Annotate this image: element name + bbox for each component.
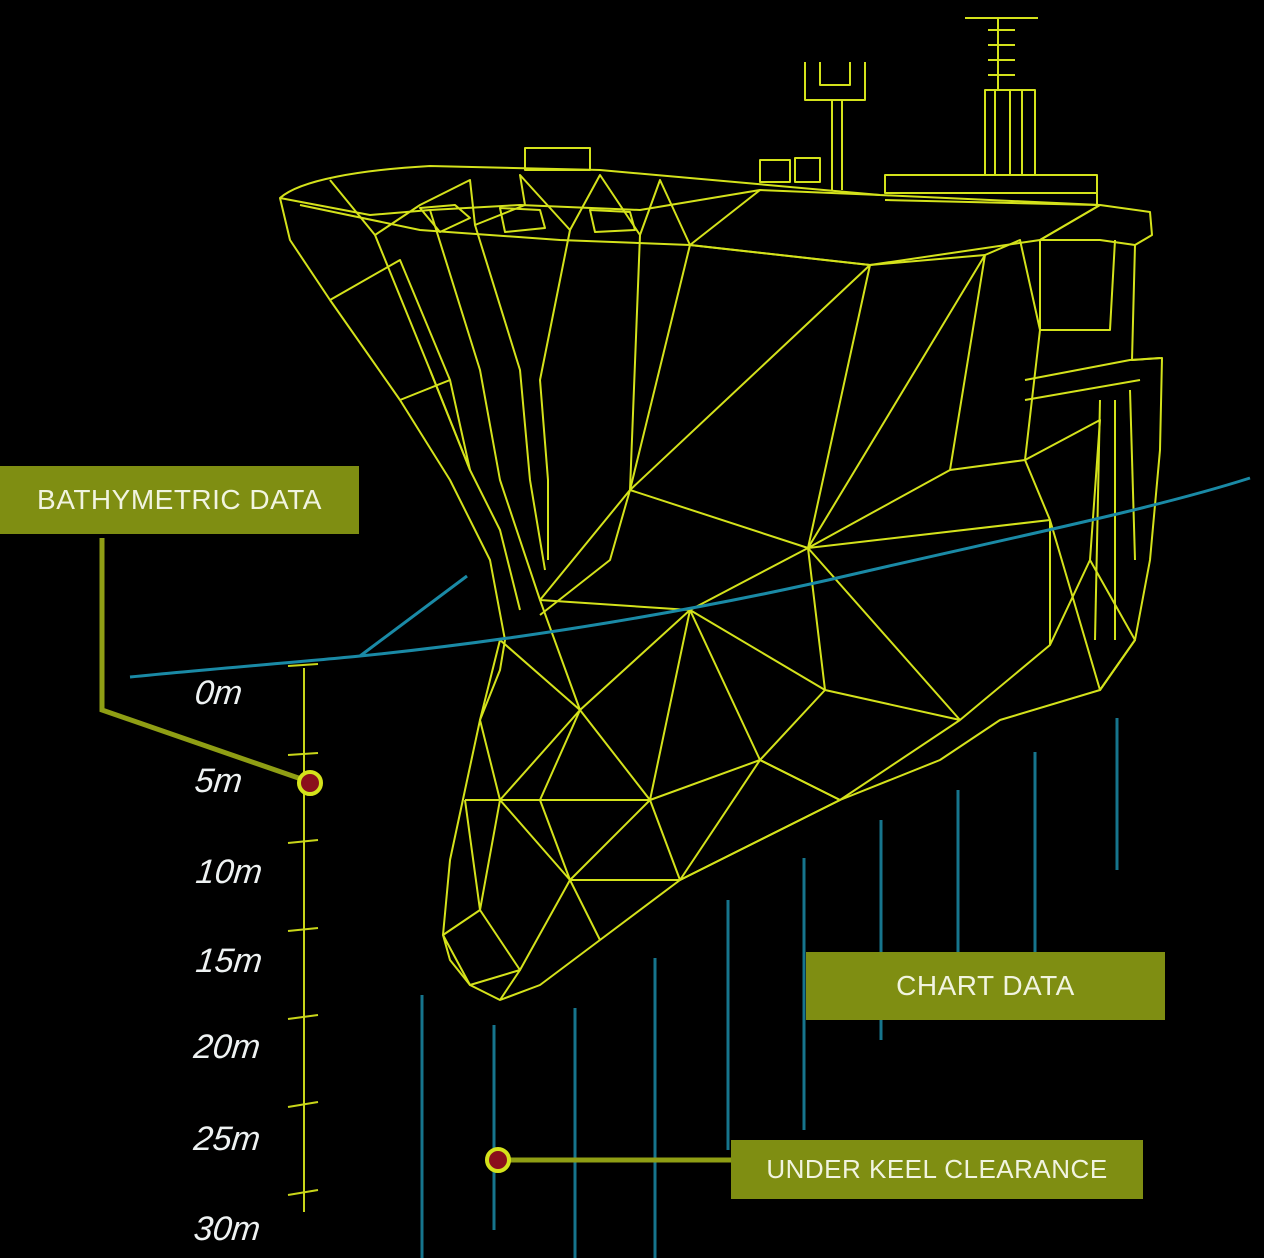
depth-label-25: 25m: [192, 1120, 263, 1158]
depth-scale: [287, 663, 319, 1212]
bathymetric-data-label: BATHYMETRIC DATA: [0, 466, 359, 534]
chart-data-label: CHART DATA: [806, 952, 1165, 1020]
callout-connectors: [99, 538, 735, 1163]
depth-label-20: 20m: [192, 1028, 263, 1066]
waterline: [129, 476, 1251, 679]
pin-marker-icon: [485, 1147, 511, 1173]
ship-wireframe-icon: [279, 17, 1163, 1001]
depth-label-30: 30m: [192, 1210, 263, 1248]
depth-label-0: 0m: [193, 674, 245, 712]
depth-label-10: 10m: [194, 853, 265, 891]
pin-marker-icon: [297, 770, 323, 796]
under-keel-clearance-label: UNDER KEEL CLEARANCE: [731, 1140, 1143, 1199]
depth-label-15: 15m: [194, 942, 265, 980]
chart-data-lines: [420, 718, 1119, 1258]
depth-label-5: 5m: [193, 762, 245, 800]
